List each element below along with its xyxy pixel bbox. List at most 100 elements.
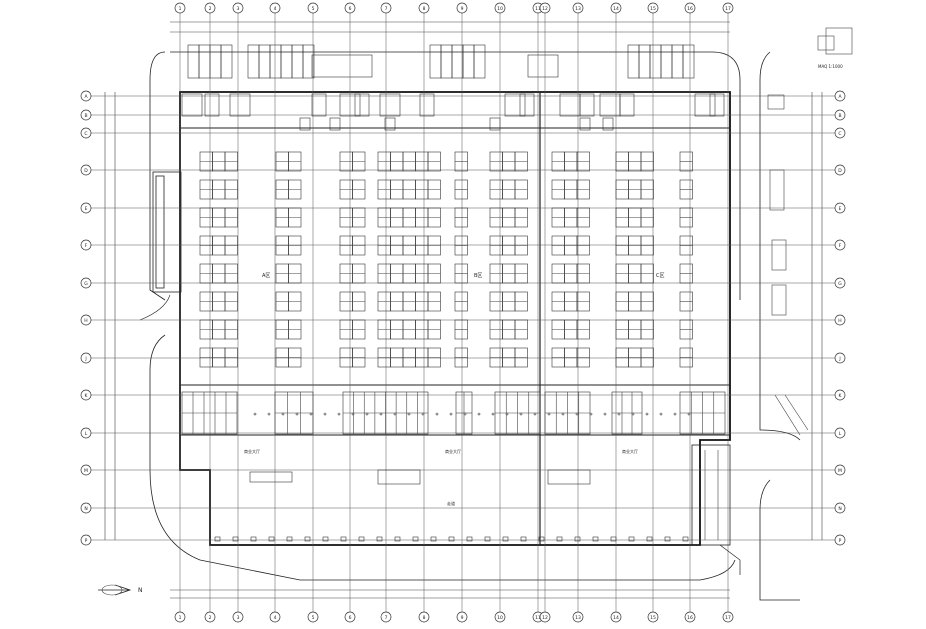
facade-column (502, 536, 509, 542)
service-room (384, 117, 396, 131)
column-mark (533, 412, 537, 416)
facade-column (610, 536, 617, 542)
column-axis-label: 11 (535, 615, 541, 621)
service-room (519, 93, 535, 117)
row-axis-label: C (84, 131, 87, 137)
facade-column (682, 536, 689, 542)
row-axis-bubble (80, 127, 92, 139)
row-axis-label: P (85, 538, 88, 544)
column-axis-label: 11 (535, 6, 541, 12)
facade-column (232, 536, 239, 542)
column-mark (337, 412, 341, 416)
site-boundary (149, 51, 801, 601)
corridor-label: 走道 (447, 500, 455, 506)
column-mark (617, 412, 621, 416)
row-axis-label: L (839, 431, 842, 437)
north-arrow-icon (98, 584, 132, 596)
facade-column (466, 536, 473, 542)
column-axis-bubble (269, 2, 281, 14)
parking-space (187, 44, 200, 79)
column-axis-bubble (647, 611, 659, 623)
column-axis-label: 1 (179, 615, 182, 621)
column-axis-label: 15 (650, 6, 656, 12)
column-axis-bubble (684, 611, 696, 623)
row-axis-bubble (834, 464, 846, 476)
row-axis-label: L (85, 431, 88, 437)
lobby-label-1: 商业大厅 (244, 448, 260, 454)
column-axis-bubble (232, 2, 244, 14)
north-label: N (138, 587, 143, 594)
facade-column (268, 536, 275, 542)
column-axis-label: 5 (312, 615, 315, 621)
parking-space (198, 44, 211, 79)
service-room (619, 93, 635, 117)
column-mark (631, 412, 635, 416)
service-room (559, 93, 581, 117)
column-axis-bubble (456, 2, 468, 14)
column-axis-label: 3 (237, 615, 240, 621)
column-axis-label: 15 (650, 615, 656, 621)
lower-service-cores (181, 391, 726, 542)
facade-column (448, 536, 455, 542)
column-mark (491, 412, 495, 416)
parking-space (649, 44, 662, 79)
column-mark (687, 412, 691, 416)
row-axis-label: N (84, 506, 87, 512)
parking-space (209, 44, 222, 79)
column-axis-bubble (539, 611, 551, 623)
column-axis-bubble (344, 2, 356, 14)
column-mark (309, 412, 313, 416)
column-mark (547, 412, 551, 416)
row-axis-bubble (834, 202, 846, 214)
parking-space (682, 44, 695, 79)
vehicle-ramp (691, 444, 741, 575)
facade-column (484, 536, 491, 542)
service-room (694, 93, 716, 117)
column-mark (267, 412, 271, 416)
column-axis-bubble (418, 611, 430, 623)
column-mark (449, 412, 453, 416)
service-room (579, 117, 591, 131)
parking-space (269, 44, 282, 79)
column-axis-label: 2 (209, 6, 212, 12)
parking-space (462, 44, 475, 79)
zone-label-a: A区 (262, 273, 270, 279)
column-axis-bubble (307, 2, 319, 14)
row-axis-bubble (834, 239, 846, 251)
row-axis-label: C (838, 131, 841, 137)
row-axis-bubble (80, 164, 92, 176)
service-room (579, 93, 595, 117)
column-axis-bubble (647, 2, 659, 14)
column-axis-bubble (269, 611, 281, 623)
column-axis-bubble (610, 2, 622, 14)
column-axis-label: 17 (725, 6, 731, 12)
row-axis-bubble (834, 109, 846, 121)
row-axis-bubble (834, 352, 846, 364)
column-mark (645, 412, 649, 416)
column-mark (323, 412, 327, 416)
parking-space (258, 44, 271, 79)
shelving-blocks (199, 151, 693, 368)
row-axis-bubble (80, 534, 92, 546)
column-mark (253, 412, 257, 416)
column-axis-label: 14 (613, 6, 619, 12)
column-axis-label: 4 (274, 615, 277, 621)
row-axis-bubble (80, 239, 92, 251)
column-axis-label: 16 (687, 6, 693, 12)
column-axis-bubble (572, 611, 584, 623)
row-axis-bubble (80, 109, 92, 121)
parking-space (451, 44, 464, 79)
facade-column (430, 536, 437, 542)
column-axis-bubble (380, 611, 392, 623)
parking-space (429, 44, 442, 79)
column-mark (673, 412, 677, 416)
column-mark (365, 412, 369, 416)
parking-space (311, 54, 373, 78)
row-axis-bubble (834, 427, 846, 439)
row-axis-bubble (80, 502, 92, 514)
column-axis-bubble (174, 611, 186, 623)
column-axis-label: 2 (209, 615, 212, 621)
row-axis-label: P (839, 538, 842, 544)
column-axis-label: 5 (312, 6, 315, 12)
row-axis-bubble (80, 202, 92, 214)
